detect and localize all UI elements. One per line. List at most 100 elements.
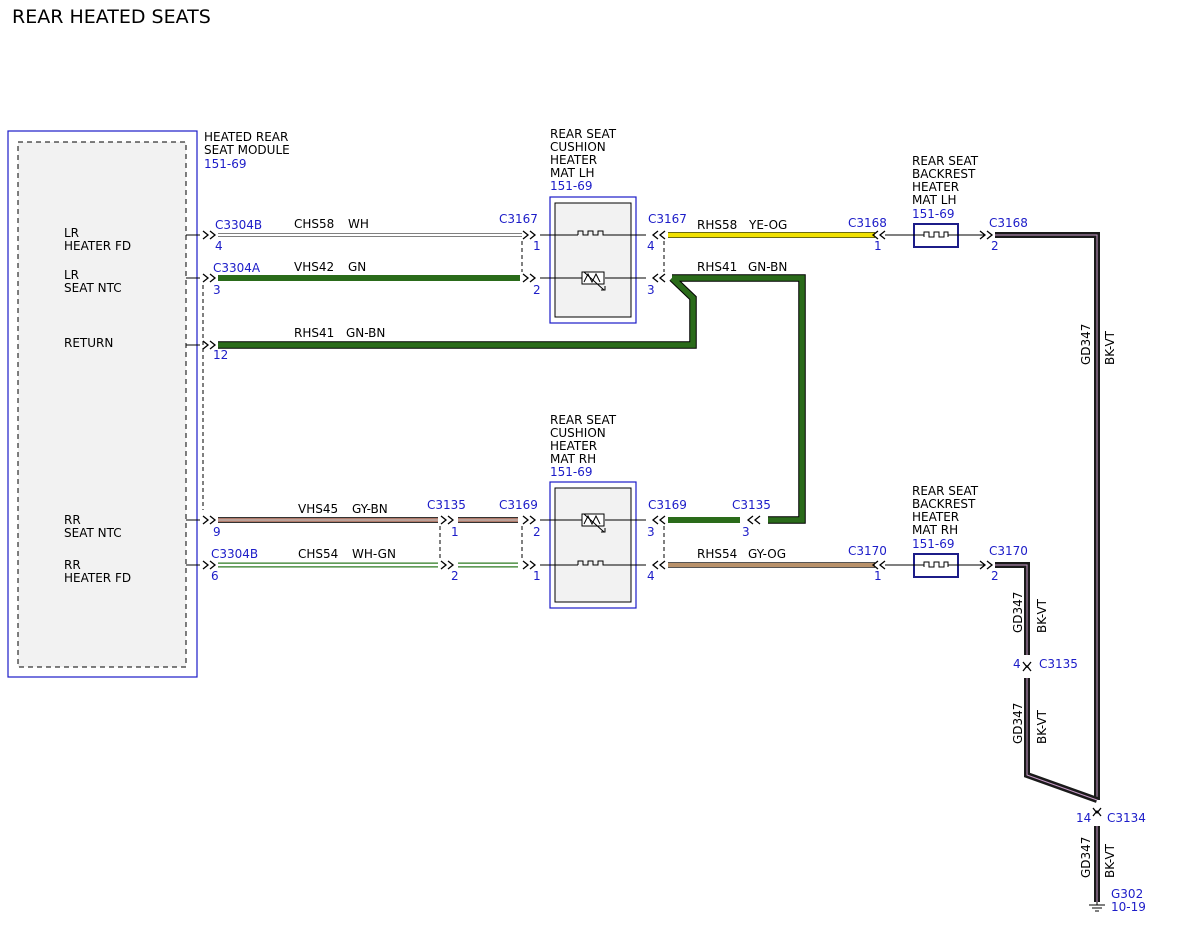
pin-number: 1: [451, 525, 459, 539]
wire-color-label: BK-VT: [1035, 709, 1049, 744]
pin-number: 6: [211, 569, 219, 583]
pin-label-rr-seat-ntc-1: RR: [64, 513, 81, 527]
connector-c3135: C3135: [427, 498, 466, 512]
connector-c3167: C3167: [648, 212, 687, 226]
wire-color-label: YE-OG: [748, 218, 787, 232]
connector-c3304b: C3304B: [211, 547, 258, 561]
pin-number: 4: [647, 569, 655, 583]
backrest-lh-label-2: BACKREST: [912, 167, 976, 181]
pin-number: 2: [991, 569, 999, 583]
connector-c3135: C3135: [1039, 657, 1078, 671]
connector-c3170: C3170: [848, 544, 887, 558]
backrest-rh-label-4: MAT RH: [912, 523, 958, 537]
backrest-rh-label-2: BACKREST: [912, 497, 976, 511]
pin-number: 4: [215, 239, 223, 253]
pin-number: 2: [991, 239, 999, 253]
wire-circuit-label: GD347: [1011, 592, 1025, 633]
wire-color-label: GN-BN: [748, 260, 787, 274]
cushion-heater-mat-rh: REAR SEAT CUSHION HEATER MAT RH 151-69: [540, 413, 646, 609]
wire-gd347-rh: [995, 562, 1099, 803]
pin-label-lr-seat-ntc-2: SEAT NTC: [64, 281, 122, 295]
connector-c3135: C3135: [732, 498, 771, 512]
heater-element-icon: [923, 231, 949, 238]
backrest-rh-ref: 151-69: [912, 537, 955, 551]
pin-label-lr-heater-fd-2: HEATER FD: [64, 239, 131, 253]
backrest-rh-label-3: HEATER: [912, 510, 959, 524]
connector-c3167: C3167: [499, 212, 538, 226]
backrest-lh-ref: 151-69: [912, 207, 955, 221]
wire-color-label: WH: [348, 217, 369, 231]
ground-icon: [1089, 902, 1105, 912]
connector-dashed-links: [439, 241, 665, 559]
connector-c3168: C3168: [989, 216, 1028, 230]
module-name-line2: SEAT MODULE: [204, 143, 290, 157]
wire-circuit-label: CHS58: [294, 217, 334, 231]
wire-circuit-label: RHS54: [697, 547, 737, 561]
cushion-lh-label-2: CUSHION: [550, 140, 606, 154]
pin-number: 1: [533, 239, 541, 253]
wire-color-label: WH-GN: [352, 547, 396, 561]
wire-circuit-label: RHS41: [697, 260, 737, 274]
cushion-rh-label-2: CUSHION: [550, 426, 606, 440]
backrest-heater-mat-rh: REAR SEAT BACKREST HEATER MAT RH 151-69: [885, 484, 985, 578]
pin-label-lr-heater-fd-1: LR: [64, 226, 79, 240]
connector-c3170: C3170: [989, 544, 1028, 558]
thermistor-icon: [581, 271, 606, 291]
backrest-heater-mat-lh: REAR SEAT BACKREST HEATER MAT LH 151-69: [885, 154, 985, 248]
heater-element-icon: [577, 560, 609, 566]
backrest-rh-label-1: REAR SEAT: [912, 484, 979, 498]
wire-color-label: GY-BN: [352, 502, 388, 516]
wire-circuit-label: RHS58: [697, 218, 737, 232]
cushion-lh-label-3: HEATER: [550, 153, 597, 167]
wire-circuit-label: VHS42: [294, 260, 334, 274]
wire-color-label: GN-BN: [346, 326, 385, 340]
wire-color-label: GY-OG: [748, 547, 786, 561]
cushion-rh-label-4: MAT RH: [550, 452, 596, 466]
pin-label-rr-heater-fd-2: HEATER FD: [64, 571, 131, 585]
connector-c3304a: C3304A: [213, 261, 261, 275]
wire-color-label: BK-VT: [1103, 843, 1117, 878]
pin-number: 1: [874, 569, 882, 583]
pin-number: 9: [213, 525, 221, 539]
pin-label-rr-heater-fd-1: RR: [64, 558, 81, 572]
backrest-lh-label-1: REAR SEAT: [912, 154, 979, 168]
wire-circuit-label: GD347: [1079, 837, 1093, 878]
ground-g302-ref: 10-19: [1111, 900, 1146, 914]
heater-element-icon: [577, 230, 609, 236]
module-ref: 151-69: [204, 157, 247, 171]
pin-number: 12: [213, 348, 228, 362]
pin-number: 3: [647, 283, 655, 297]
pin-number: 1: [874, 239, 882, 253]
cushion-rh-label-3: HEATER: [550, 439, 597, 453]
pin-label-lr-seat-ntc-1: LR: [64, 268, 79, 282]
pin-number: 4: [647, 239, 655, 253]
thermistor-icon: [581, 513, 606, 533]
cushion-lh-ref: 151-69: [550, 179, 593, 193]
pin-label-return: RETURN: [64, 336, 113, 350]
pin-number: 3: [742, 525, 750, 539]
pin-number: 1: [533, 569, 541, 583]
pin-number: 2: [533, 525, 541, 539]
wire-circuit-label: GD347: [1079, 324, 1093, 365]
terminal-chevrons: [202, 230, 1102, 817]
pin-number: 3: [647, 525, 655, 539]
cushion-rh-ref: 151-69: [550, 465, 593, 479]
wire-circuit-label: CHS54: [298, 547, 338, 561]
heated-rear-seat-module: HEATED REAR SEAT MODULE 151-69 LR HEATER…: [7, 130, 290, 678]
page-title: REAR HEATED SEATS: [12, 6, 211, 28]
heater-element-icon: [923, 561, 949, 568]
module-name-line1: HEATED REAR: [204, 130, 288, 144]
connector-c3169: C3169: [648, 498, 687, 512]
connector-c3168: C3168: [848, 216, 887, 230]
pin-number: 3: [213, 283, 221, 297]
cushion-rh-label-1: REAR SEAT: [550, 413, 617, 427]
ground-g302: G302: [1111, 887, 1143, 901]
cushion-heater-mat-lh: REAR SEAT CUSHION HEATER MAT LH 151-69: [540, 127, 646, 324]
cushion-lh-label-1: REAR SEAT: [550, 127, 617, 141]
wire-color-label: BK-VT: [1103, 330, 1117, 365]
cushion-lh-label-4: MAT LH: [550, 166, 594, 180]
backrest-lh-label-4: MAT LH: [912, 193, 956, 207]
wire-color-label: BK-VT: [1035, 598, 1049, 633]
wire-rhs41: [218, 274, 806, 524]
